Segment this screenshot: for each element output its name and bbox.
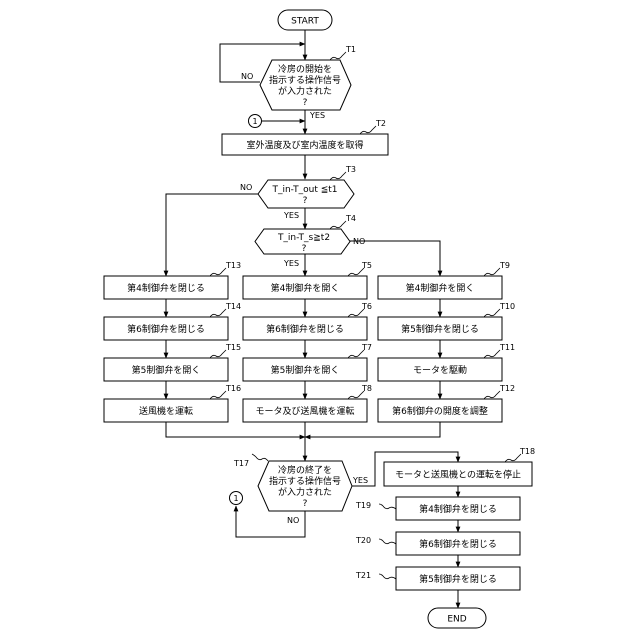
end-label: END bbox=[447, 615, 466, 625]
decision-t1-line-2: 指示する操作信号 bbox=[269, 74, 341, 86]
t17-yes-label: YES bbox=[352, 476, 368, 485]
process-t13: 第4制御弁を閉じる bbox=[104, 276, 228, 299]
step-label-t1: T1 bbox=[345, 45, 356, 54]
svg-text:第6制御弁を閉じる: 第6制御弁を閉じる bbox=[127, 323, 205, 335]
step-label-t11: T11 bbox=[499, 343, 515, 352]
svg-text:1: 1 bbox=[252, 117, 257, 126]
start-terminal: START bbox=[278, 10, 332, 30]
process-t10: 第5制御弁を閉じる bbox=[378, 317, 502, 340]
process-t16: 送風機を運転 bbox=[104, 399, 228, 422]
step-label-t20: T20 bbox=[355, 536, 371, 545]
process-t14: 第6制御弁を閉じる bbox=[104, 317, 228, 340]
t3-no-label: NO bbox=[240, 183, 252, 192]
start-label: START bbox=[291, 17, 319, 27]
step-label-t6: T6 bbox=[361, 302, 372, 311]
svg-text:第6制御弁の開度を調整: 第6制御弁の開度を調整 bbox=[392, 405, 488, 417]
t1-no-label: NO bbox=[241, 72, 253, 81]
process-t7: 第5制御弁を開く bbox=[243, 358, 367, 381]
process-t8: モータ及び送風機を運転 bbox=[243, 399, 367, 422]
svg-text:第4制御弁を閉じる: 第4制御弁を閉じる bbox=[419, 503, 497, 515]
process-t20: 第6制御弁を閉じる bbox=[396, 532, 520, 555]
process-t11: モータを駆動 bbox=[378, 358, 502, 381]
step-label-t8: T8 bbox=[361, 384, 372, 393]
decision-t17: 冷房の終了を 指示する操作信号 が入力された ? bbox=[258, 461, 352, 511]
process-t9: 第4制御弁を開く bbox=[378, 276, 502, 299]
step-label-t14: T14 bbox=[225, 302, 241, 311]
svg-text:1: 1 bbox=[233, 494, 238, 503]
svg-text:第5制御弁を閉じる: 第5制御弁を閉じる bbox=[419, 573, 497, 585]
svg-text:第5制御弁を開く: 第5制御弁を開く bbox=[132, 364, 201, 376]
svg-text:第6制御弁を閉じる: 第6制御弁を閉じる bbox=[419, 538, 497, 550]
step-label-t12: T12 bbox=[499, 384, 515, 393]
process-t6: 第6制御弁を閉じる bbox=[243, 317, 367, 340]
step-label-t2: T2 bbox=[375, 119, 386, 128]
step-label-t9: T9 bbox=[499, 261, 510, 270]
svg-text:室外温度及び室内温度を取得: 室外温度及び室内温度を取得 bbox=[246, 139, 363, 151]
step-label-t19: T19 bbox=[355, 501, 371, 510]
svg-text:モータ及び送風機を運転: モータ及び送風機を運転 bbox=[255, 405, 354, 417]
process-t18: モータと送風機との運転を停止 bbox=[384, 462, 532, 486]
decision-t1-line-4: ? bbox=[303, 98, 308, 108]
decision-t1-line-1: 冷房の開始を bbox=[278, 63, 332, 75]
decision-t3-line-1: T_in-T_out ≦t1 bbox=[271, 185, 337, 195]
svg-text:第5制御弁を閉じる: 第5制御弁を閉じる bbox=[401, 323, 479, 335]
t3-yes-label: YES bbox=[283, 211, 299, 220]
step-label-t13: T13 bbox=[225, 261, 241, 270]
svg-text:第4制御弁を閉じる: 第4制御弁を閉じる bbox=[127, 282, 205, 294]
decision-t1: 冷房の開始を 指示する操作信号 が入力された ? bbox=[260, 60, 351, 110]
process-t19: 第4制御弁を閉じる bbox=[396, 497, 520, 520]
decision-t17-line-2: 指示する操作信号 bbox=[269, 475, 341, 487]
step-label-t16: T16 bbox=[225, 384, 241, 393]
connector-circle-return: 1 bbox=[230, 492, 243, 505]
t4-no-label: NO bbox=[353, 237, 365, 246]
decision-t4: T_in-T_s≧t2 ? bbox=[255, 229, 350, 254]
decision-t1-line-3: が入力された bbox=[278, 85, 332, 97]
process-t12: 第6制御弁の開度を調整 bbox=[378, 399, 502, 422]
process-t21: 第5制御弁を閉じる bbox=[396, 567, 520, 590]
svg-text:送風機を運転: 送風機を運転 bbox=[139, 405, 193, 417]
step-label-t21: T21 bbox=[355, 571, 371, 580]
step-label-t5: T5 bbox=[361, 261, 372, 270]
decision-t17-line-3: が入力された bbox=[278, 486, 332, 498]
svg-text:第4制御弁を開く: 第4制御弁を開く bbox=[406, 282, 475, 294]
step-label-t18: T18 bbox=[519, 447, 535, 456]
decision-t4-line-2: ? bbox=[302, 244, 307, 254]
step-label-t17: T17 bbox=[233, 459, 249, 468]
decision-t17-line-4: ? bbox=[303, 499, 308, 509]
svg-text:第5制御弁を開く: 第5制御弁を開く bbox=[271, 364, 340, 376]
svg-text:モータを駆動: モータを駆動 bbox=[413, 365, 467, 376]
connector-circle-entry: 1 bbox=[249, 115, 262, 128]
svg-text:モータと送風機との運転を停止: モータと送風機との運転を停止 bbox=[395, 469, 521, 481]
step-label-t3: T3 bbox=[345, 165, 356, 174]
end-terminal: END bbox=[428, 608, 486, 628]
svg-text:第4制御弁を開く: 第4制御弁を開く bbox=[271, 282, 340, 294]
step-label-t15: T15 bbox=[225, 343, 241, 352]
process-t5: 第4制御弁を開く bbox=[243, 276, 367, 299]
decision-t3-line-2: ? bbox=[303, 196, 308, 206]
decision-t17-line-1: 冷房の終了を bbox=[278, 464, 332, 476]
decision-t4-line-1: T_in-T_s≧t2 bbox=[277, 233, 330, 243]
decision-t3: T_in-T_out ≦t1 ? bbox=[258, 180, 354, 208]
t1-yes-label: YES bbox=[309, 111, 325, 120]
process-t2: 室外温度及び室内温度を取得 bbox=[222, 134, 388, 155]
step-label-t10: T10 bbox=[499, 302, 515, 311]
process-t15: 第5制御弁を開く bbox=[104, 358, 228, 381]
step-label-t4: T4 bbox=[345, 214, 356, 223]
step-label-t7: T7 bbox=[361, 343, 372, 352]
t4-yes-label: YES bbox=[283, 259, 299, 268]
t17-no-label: NO bbox=[287, 516, 299, 525]
svg-text:第6制御弁を閉じる: 第6制御弁を閉じる bbox=[266, 323, 344, 335]
